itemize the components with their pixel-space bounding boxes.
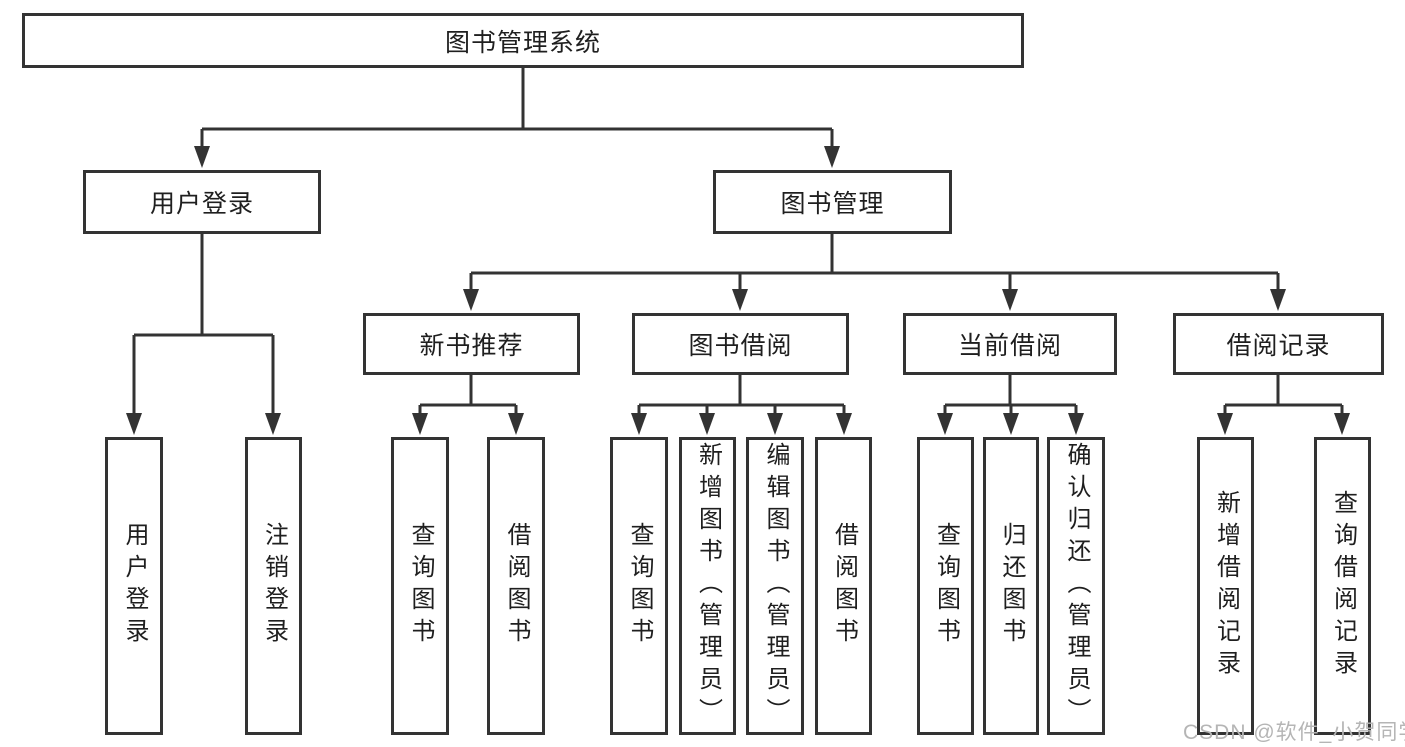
node-current-borrow-label: 当前借阅 <box>957 332 1062 360</box>
connector-root-to-level2 <box>194 67 840 168</box>
leaf-confirm-return-admin-label: 确认归还（管理员） <box>1063 442 1090 730</box>
leaf-add-books-admin: 新增图书（管理员） <box>679 437 736 735</box>
connector-book-borrow-children <box>631 375 852 435</box>
arrowhead <box>508 413 524 435</box>
arrowhead <box>937 413 953 435</box>
leaf-edit-books-admin-label: 编辑图书（管理员） <box>762 442 789 730</box>
connector-user-login-children <box>126 233 281 435</box>
leaf-logout: 注销登录 <box>245 437 302 735</box>
connector-borrow-records-children <box>1217 375 1350 435</box>
arrowhead <box>1270 289 1286 311</box>
arrowhead <box>631 413 647 435</box>
node-borrow-records: 借阅记录 <box>1173 313 1384 375</box>
connector-book-management-children <box>463 234 1286 311</box>
arrowhead <box>836 413 852 435</box>
arrowhead <box>1068 413 1084 435</box>
arrowhead <box>126 413 142 435</box>
node-book-borrow: 图书借阅 <box>632 313 849 375</box>
node-new-book-recommend: 新书推荐 <box>363 313 580 375</box>
leaf-borrow-books-label: 借阅图书 <box>830 522 858 650</box>
arrowhead <box>699 413 715 435</box>
node-borrow-records-label: 借阅记录 <box>1226 332 1331 360</box>
leaf-user-login: 用户登录 <box>105 437 163 735</box>
csdn-watermark: CSDN @软件_小贺同学 <box>1183 721 1405 744</box>
node-new-book-recommend-label: 新书推荐 <box>419 332 524 360</box>
arrowhead <box>412 413 428 435</box>
arrowhead <box>824 146 840 168</box>
arrowhead <box>1002 289 1018 311</box>
arrowhead <box>1334 413 1350 435</box>
node-book-borrow-label: 图书借阅 <box>688 332 793 360</box>
leaf-query-borrow-record: 查询借阅记录 <box>1314 437 1371 735</box>
leaf-logout-label: 注销登录 <box>260 522 288 650</box>
leaf-borrow-books-recommend-label: 借阅图书 <box>503 522 530 650</box>
leaf-return-books-label: 归还图书 <box>998 522 1025 650</box>
node-book-management-label: 图书管理 <box>780 190 885 218</box>
leaf-add-borrow-record: 新增借阅记录 <box>1197 437 1254 735</box>
leaf-add-books-admin-label: 新增图书（管理员） <box>694 442 722 730</box>
arrowhead <box>265 413 281 435</box>
arrowhead <box>1003 413 1019 435</box>
leaf-query-books-recommend: 查询图书 <box>391 437 449 735</box>
leaf-user-login-label: 用户登录 <box>121 522 148 650</box>
node-root: 图书管理系统 <box>22 13 1024 68</box>
arrowhead <box>767 413 783 435</box>
leaf-borrow-books: 借阅图书 <box>815 437 872 735</box>
leaf-query-books-borrow: 查询图书 <box>610 437 668 735</box>
leaf-borrow-books-recommend: 借阅图书 <box>487 437 545 735</box>
node-user-login: 用户登录 <box>83 170 321 234</box>
leaf-return-books: 归还图书 <box>983 437 1039 735</box>
leaf-query-books-recommend-label: 查询图书 <box>407 522 434 650</box>
node-root-label: 图书管理系统 <box>444 28 601 57</box>
leaf-query-borrow-record-label: 查询借阅记录 <box>1329 490 1357 682</box>
connector-current-borrow-children <box>937 375 1084 435</box>
connector-new-book-children <box>412 375 524 435</box>
leaf-confirm-return-admin: 确认归还（管理员） <box>1047 437 1105 735</box>
arrowhead <box>463 289 479 311</box>
node-user-login-label: 用户登录 <box>149 190 254 218</box>
leaf-query-books-current-label: 查询图书 <box>932 522 960 650</box>
node-book-management: 图书管理 <box>713 170 952 234</box>
node-current-borrow: 当前借阅 <box>903 313 1117 375</box>
leaf-add-borrow-record-label: 新增借阅记录 <box>1212 490 1240 682</box>
leaf-edit-books-admin: 编辑图书（管理员） <box>746 437 804 735</box>
arrowhead <box>732 289 748 311</box>
arrowhead <box>1217 413 1233 435</box>
arrowhead <box>194 146 210 168</box>
leaf-query-books-current: 查询图书 <box>917 437 974 735</box>
leaf-query-books-borrow-label: 查询图书 <box>626 522 653 650</box>
